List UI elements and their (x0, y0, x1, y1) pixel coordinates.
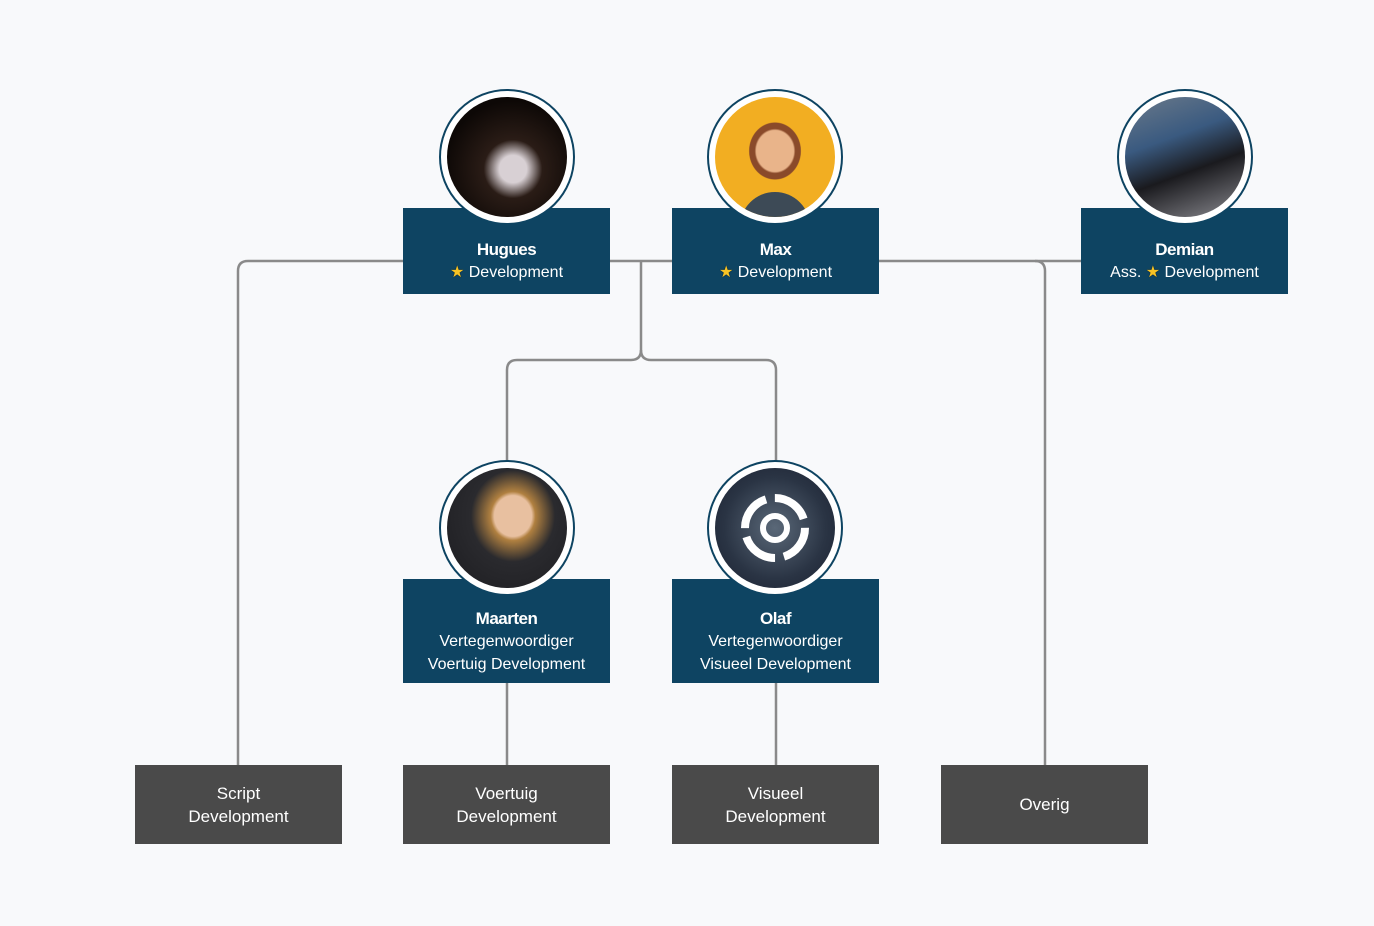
avatar-photo (447, 97, 567, 217)
person-name: Maarten (475, 609, 538, 628)
team-line2: Development (456, 806, 557, 826)
avatar-olaf (707, 460, 843, 596)
avatar-hugues (439, 89, 575, 225)
person-name: Max (759, 240, 792, 259)
avatar-demian (1117, 89, 1253, 225)
logo-icon (741, 494, 809, 562)
star-icon: ★ (718, 264, 734, 281)
avatar-photo (1125, 97, 1245, 217)
connector-max-olaf (639, 349, 778, 462)
person-role-line1: Vertegenwoordiger (708, 633, 843, 650)
person-name: Demian (1155, 240, 1214, 259)
star-icon: ★ (1145, 264, 1161, 281)
star-icon: ★ (449, 264, 465, 281)
person-card-max[interactable]: Max ★ Development (672, 208, 879, 294)
person-role: Development (468, 264, 564, 281)
person-role-line2: Voertuig Development (427, 656, 586, 673)
person-prefix: Ass. (1110, 264, 1142, 281)
avatar-photo (447, 468, 567, 588)
person-card-maarten[interactable]: Maarten Vertegenwoordiger Voertuig Devel… (403, 579, 610, 683)
team-line1: Overig (1019, 795, 1070, 814)
person-card-olaf[interactable]: Olaf Vertegenwoordiger Visueel Developme… (672, 579, 879, 683)
avatar-max (707, 89, 843, 225)
connector-max-overig (1034, 259, 1047, 765)
person-role: Development (737, 264, 833, 281)
team-line1: Voertuig (475, 783, 538, 803)
avatar-maarten (439, 460, 575, 596)
team-line1: Visueel (747, 783, 804, 803)
team-line2: Development (188, 806, 289, 826)
person-role-line1: Vertegenwoordiger (439, 633, 574, 650)
team-box-overig[interactable]: Overig (941, 765, 1148, 844)
person-name: Olaf (759, 609, 792, 628)
person-name: Hugues (476, 240, 537, 259)
connector-hugues-script (236, 259, 403, 765)
team-line2: Development (725, 806, 826, 826)
person-role-line2: Visueel Development (700, 656, 851, 673)
person-role: Development (1164, 264, 1259, 281)
avatar-photo (715, 97, 835, 217)
team-line1: Script (216, 783, 261, 803)
avatar-photo (715, 468, 835, 588)
